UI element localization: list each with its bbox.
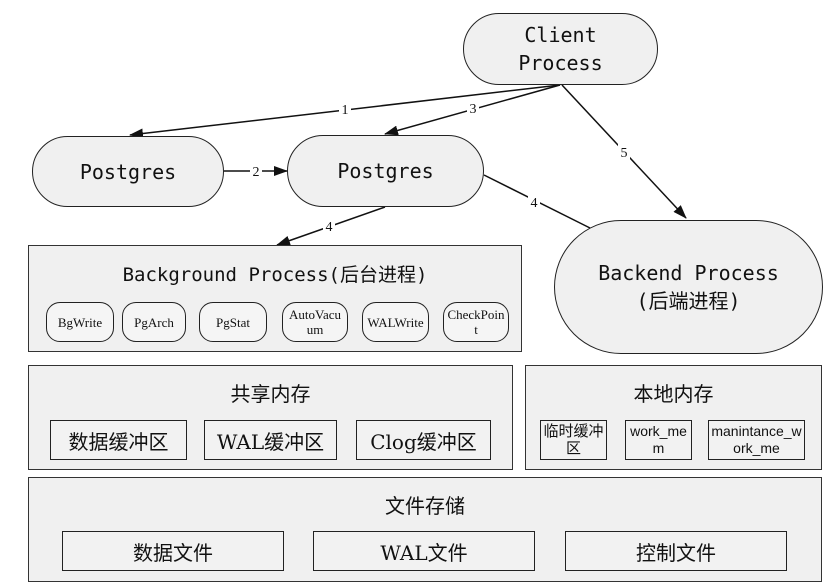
work-mem: work_mem xyxy=(625,420,692,460)
backend-label-line1: Backend Process xyxy=(598,261,779,285)
wal-buffer: WAL缓冲区 xyxy=(204,420,337,460)
proc-checkpoint: CheckPoint xyxy=(443,302,509,342)
client-label-line1: Client xyxy=(524,23,597,47)
data-file: 数据文件 xyxy=(62,531,284,571)
maintenance-work-mem: manintance_work_me xyxy=(708,420,805,460)
file-storage-title: 文件存储 xyxy=(385,494,465,518)
backend-process-node: Backend Process (后端进程) xyxy=(554,220,823,354)
client-process-node: Client Process xyxy=(463,13,658,85)
arrow-label-1: 1 xyxy=(342,103,349,118)
data-buffer: 数据缓冲区 xyxy=(50,420,187,460)
shared-memory-title: 共享内存 xyxy=(230,382,311,406)
proc-pgstat: PgStat xyxy=(199,302,267,342)
postgres-node-left: Postgres xyxy=(32,136,224,207)
postgres-right-label: Postgres xyxy=(337,159,434,183)
temp-buffer: 临时缓冲区 xyxy=(540,420,607,460)
clog-buffer: Clog缓冲区 xyxy=(356,420,491,460)
arrow-label-4-left: 4 xyxy=(326,220,333,235)
local-memory-box: 本地内存 临时缓冲区 work_mem manintance_work_me xyxy=(525,365,822,470)
local-memory-title: 本地内存 xyxy=(633,382,714,406)
arrow-label-4-right: 4 xyxy=(531,196,538,211)
background-process-title: Background Process(后台进程) xyxy=(122,264,428,286)
background-process-box: Background Process(后台进程) BgWrite PgArch … xyxy=(28,245,522,352)
postgres-node-right: Postgres xyxy=(287,135,484,207)
arrow-label-5: 5 xyxy=(621,146,628,161)
backend-label-line2: (后端进程) xyxy=(636,289,741,313)
proc-pgarch: PgArch xyxy=(122,302,186,342)
file-storage-box: 文件存储 数据文件 WAL文件 控制文件 xyxy=(28,477,822,582)
shared-memory-box: 共享内存 数据缓冲区 WAL缓冲区 Clog缓冲区 xyxy=(28,365,513,470)
wal-file: WAL文件 xyxy=(313,531,535,571)
postgres-left-label: Postgres xyxy=(79,159,177,184)
arrow-label-2: 2 xyxy=(253,165,260,180)
arrow-label-3: 3 xyxy=(470,102,477,117)
client-label-line2: Process xyxy=(518,51,603,75)
control-file: 控制文件 xyxy=(565,531,787,571)
proc-autovacuum: AutoVacuum xyxy=(282,302,348,342)
proc-walwrite: WALWrite xyxy=(362,302,429,342)
proc-bgwrite: BgWrite xyxy=(46,302,114,342)
